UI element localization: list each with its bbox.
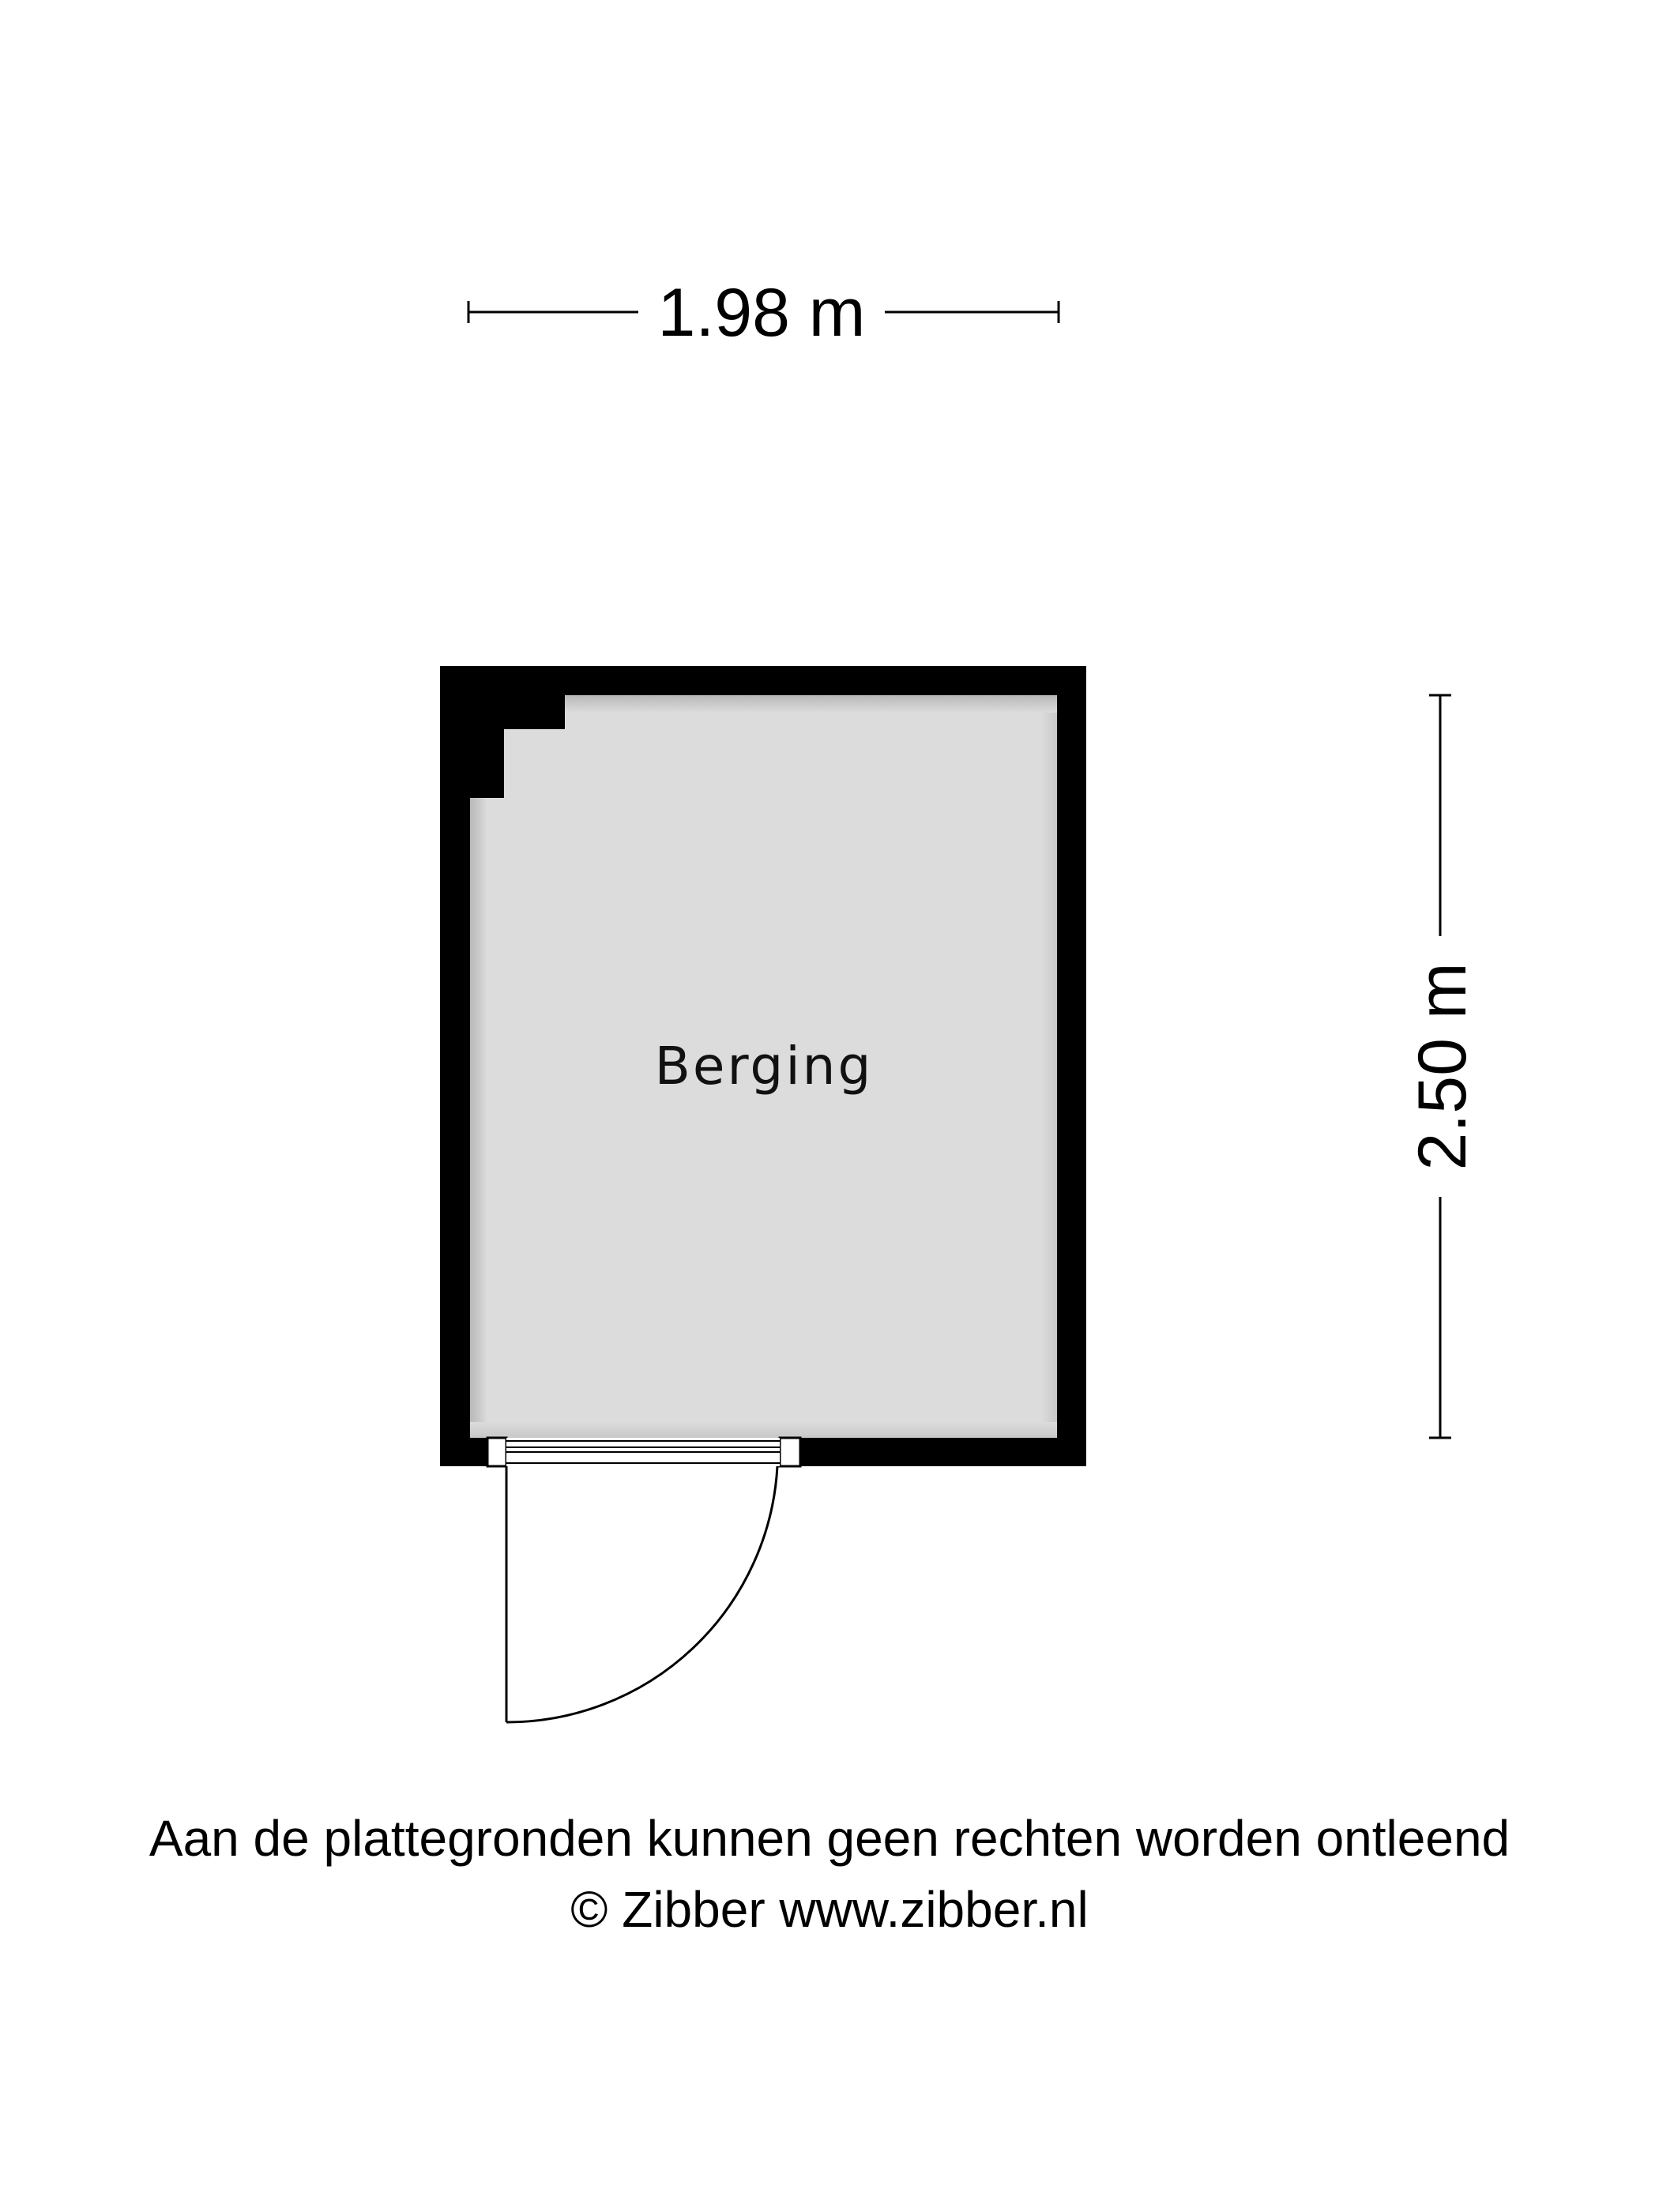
width-dimension: 1.98 m [467,275,1060,351]
wall-top [440,666,1086,695]
wall-right [1057,666,1086,1466]
wall-bottom-left [440,1438,487,1466]
wall-left [440,666,470,1466]
width-dimension-label: 1.98 m [658,275,866,351]
door-frame [486,1436,802,1468]
height-dimension: 2.50 m [1405,694,1480,1439]
door-swing [505,1465,779,1724]
disclaimer-text: Aan de plattegronden kunnen geen rechten… [149,1810,1510,1867]
height-dimension-label: 2.50 m [1405,963,1480,1171]
room-floor [470,695,1057,1438]
copyright-text: © Zibber www.zibber.nl [570,1881,1089,1938]
walls [440,666,1086,1466]
corner-block [470,695,565,798]
room-label: Berging [655,1036,874,1097]
wall-bottom-right [800,1438,1086,1466]
door-swing-arc [506,1465,779,1724]
